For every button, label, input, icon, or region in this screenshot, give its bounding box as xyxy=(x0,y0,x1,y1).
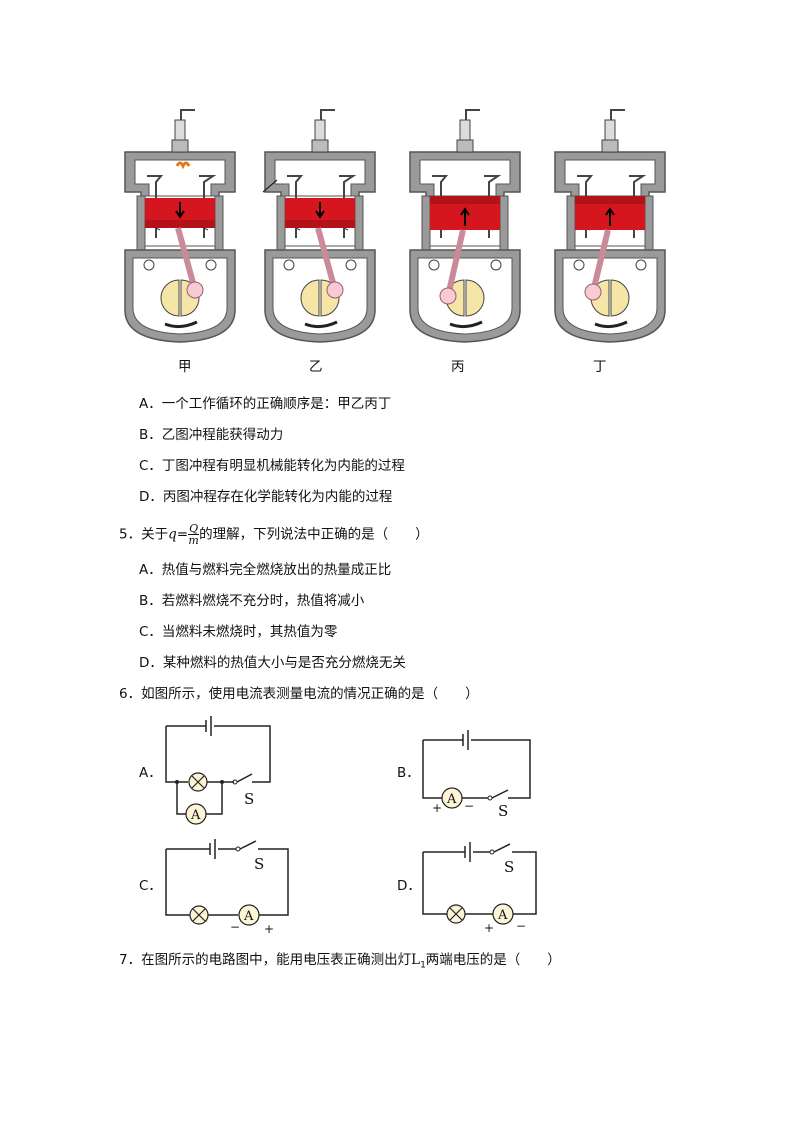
q4-option-b: B．乙图冲程能获得动力 xyxy=(139,427,284,443)
engine-jia xyxy=(123,108,237,344)
svg-text:A: A xyxy=(497,908,508,923)
circuit-c: S A − + xyxy=(165,839,289,935)
q4-option-a: A．一个工作循环的正确顺序是：甲乙丙丁 xyxy=(139,396,392,412)
svg-text:−: − xyxy=(464,799,474,813)
ammeter-icon xyxy=(492,903,514,925)
ammeter-icon xyxy=(441,787,463,809)
q6-label-d: D． xyxy=(397,878,421,894)
circuit-a: S A xyxy=(165,716,271,825)
ammeter-icon xyxy=(185,803,207,825)
switch-label: S xyxy=(244,790,254,808)
engine-bing xyxy=(408,108,522,344)
q5-option-a: A．热值与燃料完全燃烧放出的热量成正比 xyxy=(139,562,392,578)
q5-option-b: B．若燃料燃烧不充分时，热值将减小 xyxy=(139,593,365,609)
svg-text:S: S xyxy=(498,802,508,820)
circuit-d: S A + − xyxy=(422,842,537,935)
caption-ding: 丁 xyxy=(593,359,607,375)
svg-text:−: − xyxy=(230,920,240,934)
q7-stem: 7．在图所示的电路图中，能用电压表正确测出灯L1两端电压的是（ ） xyxy=(119,952,561,971)
q5-option-c: C．当燃料未燃烧时，其热值为零 xyxy=(139,624,338,640)
q4-option-c: C．丁图冲程有明显机械能转化为内能的过程 xyxy=(139,458,405,474)
q6-label-b: B． xyxy=(397,765,420,781)
engine-ding xyxy=(553,108,667,344)
q6-stem: 6．如图所示，使用电流表测量电流的情况正确的是（ ） xyxy=(119,686,479,702)
caption-yi: 乙 xyxy=(309,359,323,375)
svg-text:+: + xyxy=(484,921,494,935)
q5-formula-lhs: q xyxy=(168,526,177,543)
caption-jia: 甲 xyxy=(178,359,192,375)
lamp-symbol: L xyxy=(411,952,421,968)
q4-option-d: D．丙图冲程存在化学能转化为内能的过程 xyxy=(139,489,393,505)
svg-text:A: A xyxy=(190,808,201,823)
svg-text:A: A xyxy=(446,792,457,807)
q5-option-d: D．某种燃料的热值大小与是否充分燃烧无关 xyxy=(139,655,406,671)
svg-text:+: + xyxy=(264,922,274,935)
q6-label-a: A． xyxy=(139,765,162,781)
q6-label-c: C． xyxy=(139,878,162,894)
svg-text:S: S xyxy=(504,858,514,876)
svg-text:−: − xyxy=(516,919,526,933)
caption-bing: 丙 xyxy=(451,359,465,375)
svg-text:S: S xyxy=(254,855,264,873)
svg-text:+: + xyxy=(432,801,442,815)
engine-yi xyxy=(262,108,377,344)
engine-strokes-figure xyxy=(123,108,667,344)
ammeter-icon xyxy=(238,904,260,926)
svg-text:A: A xyxy=(243,909,254,924)
circuit-b: A + − S xyxy=(422,730,531,820)
